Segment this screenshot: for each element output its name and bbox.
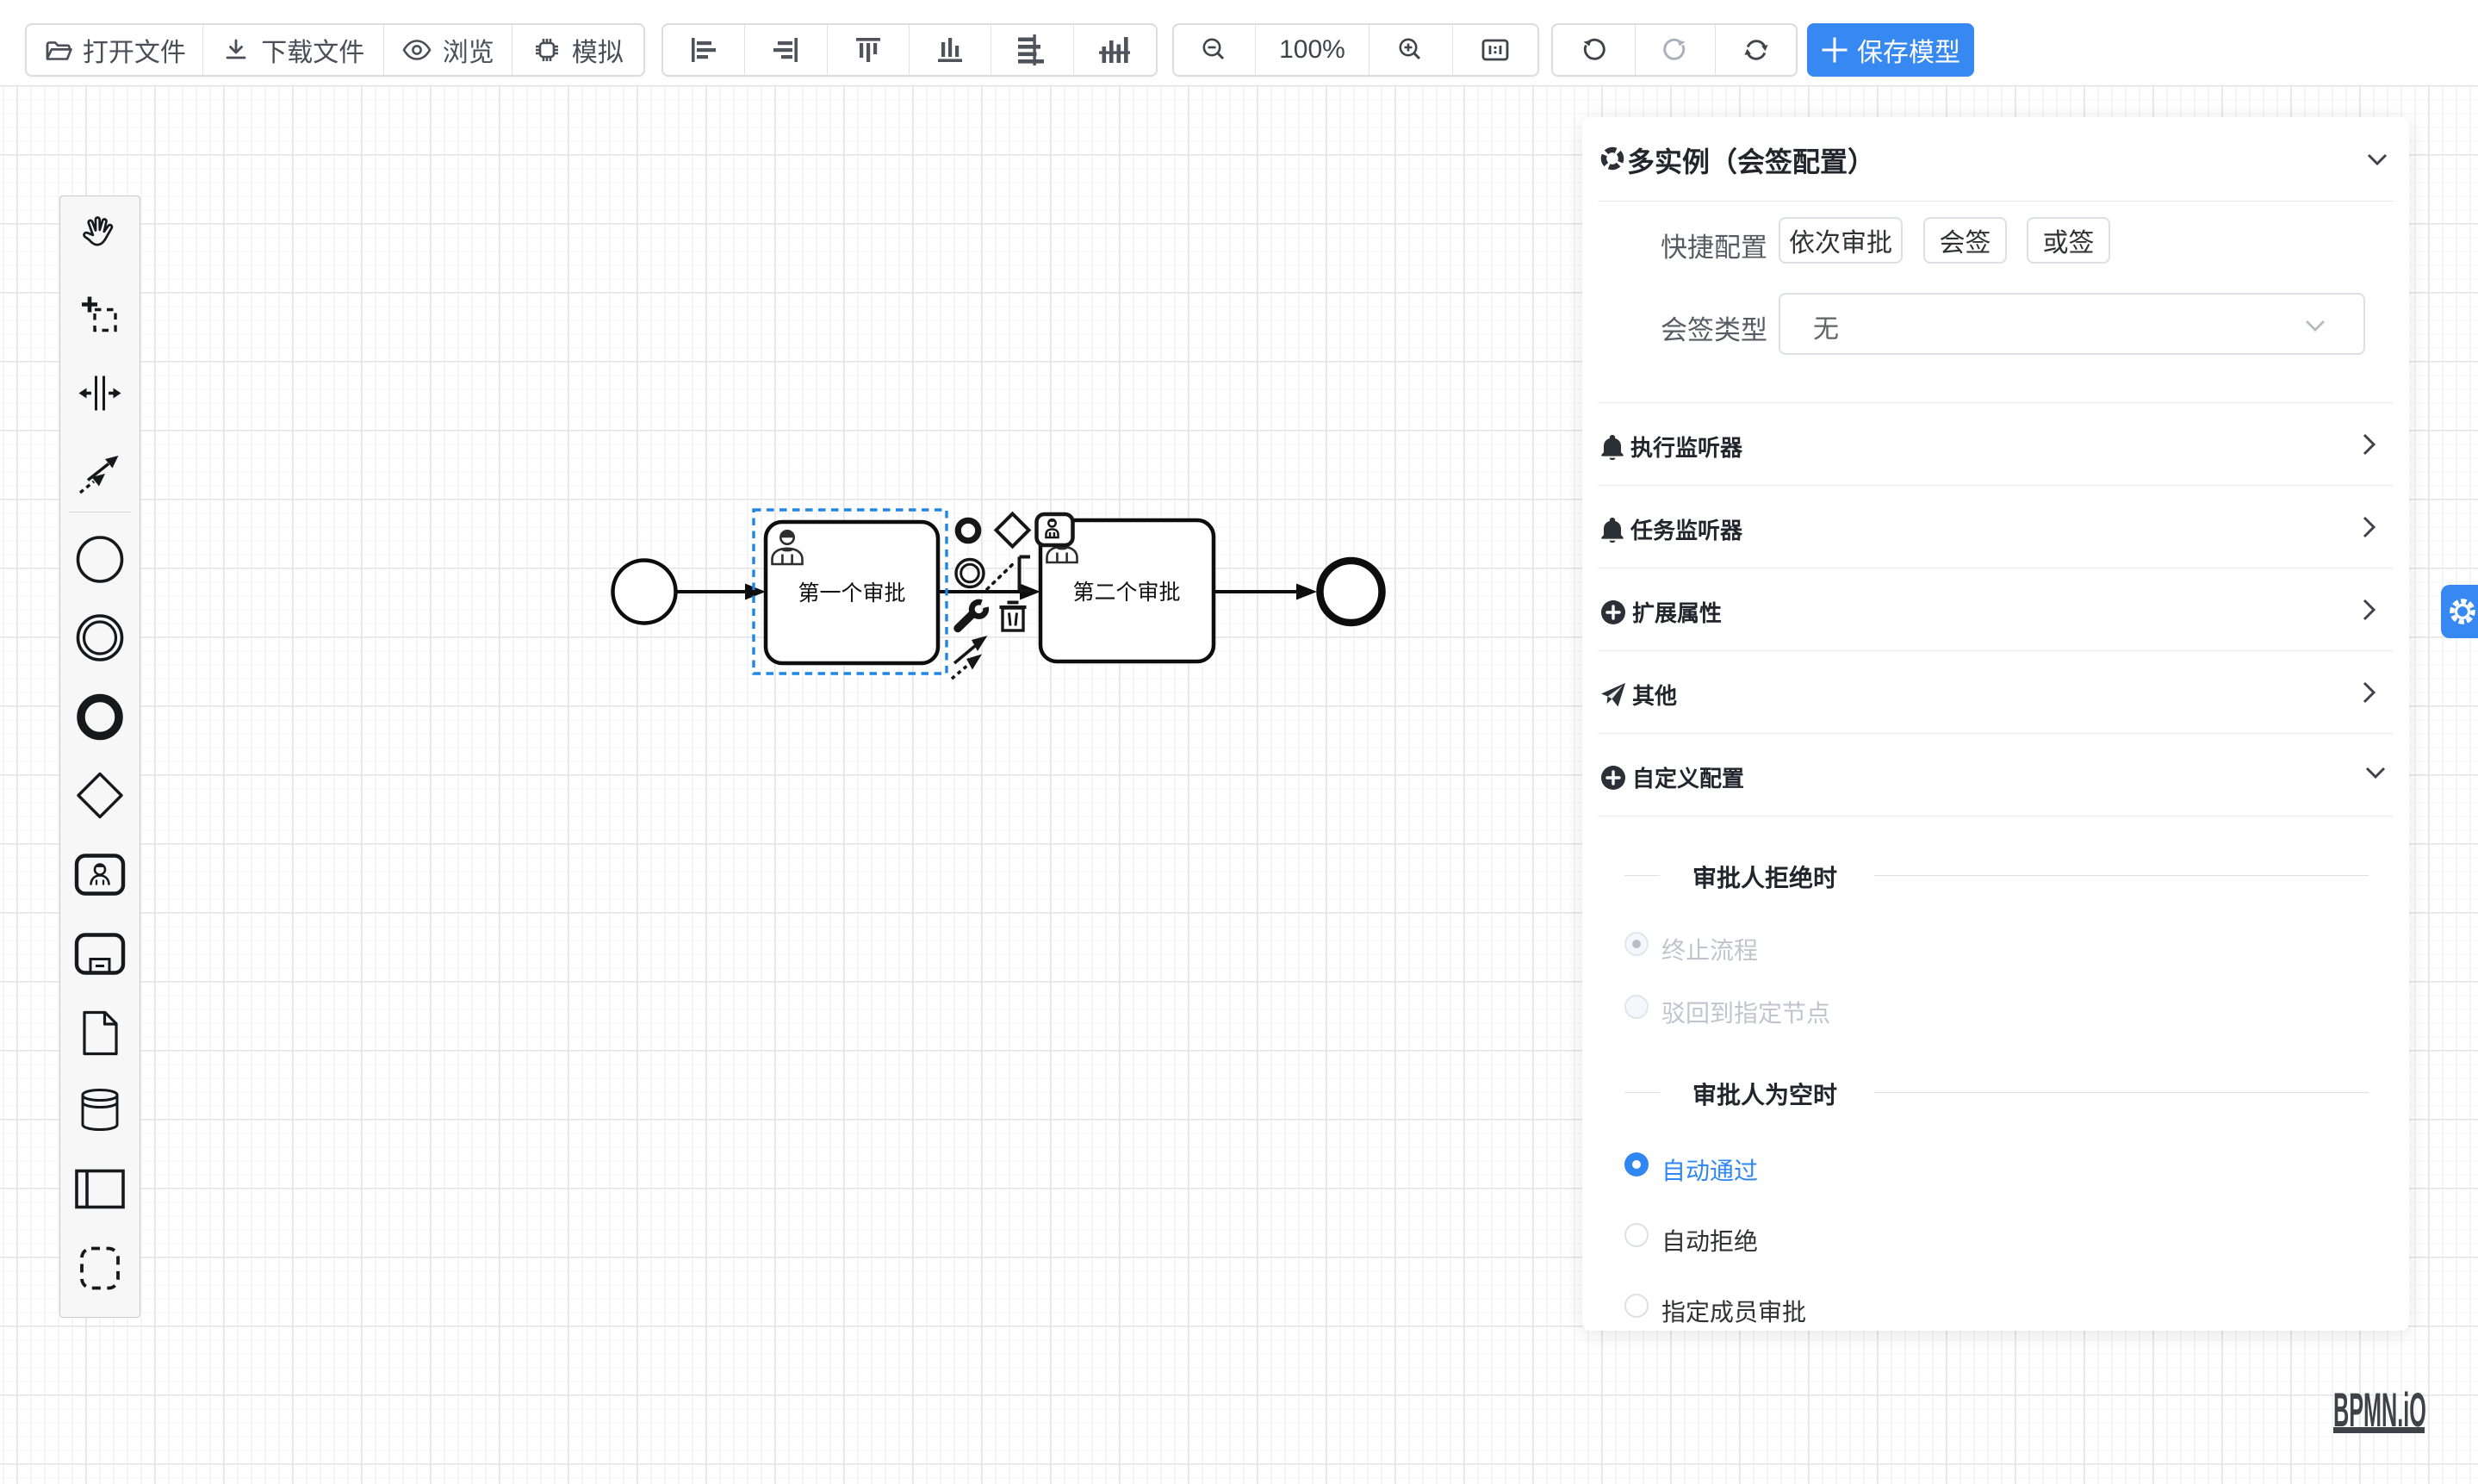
svg-text:第二个审批: 第二个审批 — [1072, 581, 1180, 605]
svg-text:第一个审批: 第一个审批 — [798, 581, 905, 605]
